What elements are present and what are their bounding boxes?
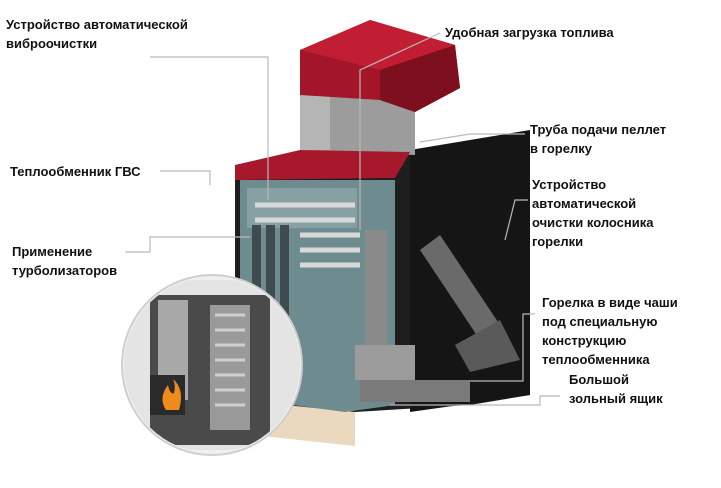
- burner-column: [365, 230, 387, 360]
- label-line: под специальную: [542, 314, 658, 329]
- hot-water-coils: [255, 202, 360, 268]
- burner-cup: [355, 345, 415, 380]
- label-line: очистки колосника: [532, 215, 654, 230]
- label-line: Труба подачи пеллет: [530, 122, 667, 137]
- turbulator-tubes: [252, 225, 289, 345]
- label-line: конструкцию: [542, 333, 627, 348]
- label-line: Горелка в виде чаши: [542, 295, 678, 310]
- label-vibro-cleaning: Устройство автоматической виброочистки: [6, 15, 188, 53]
- label-fuel-loading: Удобная загрузка топлива: [445, 23, 614, 42]
- label-turbulators: Применение турболизаторов: [12, 242, 117, 280]
- label-burner-bowl: Горелка в виде чаши под специальную конс…: [542, 293, 678, 369]
- ash-drawer: [360, 380, 470, 402]
- label-line: Устройство: [532, 177, 607, 192]
- exchanger-lid: [235, 150, 410, 180]
- label-line: автоматической: [532, 196, 637, 211]
- label-hot-water-exchanger: Теплообменник ГВС: [10, 162, 141, 181]
- label-line: Большой: [569, 372, 629, 387]
- label-line: Теплообменник ГВС: [10, 164, 141, 179]
- label-line: Устройство автоматической: [6, 17, 188, 32]
- leader-lines: [125, 32, 560, 406]
- flame-icon: [162, 379, 181, 410]
- label-line: горелки: [532, 234, 584, 249]
- label-grate-cleaning: Устройство автоматической очистки колосн…: [532, 175, 653, 251]
- label-ash-box: Большой зольный ящик: [569, 370, 663, 408]
- label-pellet-pipe: Труба подачи пеллет в горелку: [530, 120, 666, 158]
- label-line: Удобная загрузка топлива: [445, 25, 614, 40]
- label-line: в горелку: [530, 141, 592, 156]
- label-line: Применение: [12, 244, 93, 259]
- label-line: зольный ящик: [569, 391, 663, 406]
- turbulator-inset: [121, 274, 303, 456]
- label-line: виброочистки: [6, 36, 98, 51]
- pellet-auger: [420, 235, 510, 355]
- label-line: теплообменника: [542, 352, 650, 367]
- label-line: турболизаторов: [12, 263, 118, 278]
